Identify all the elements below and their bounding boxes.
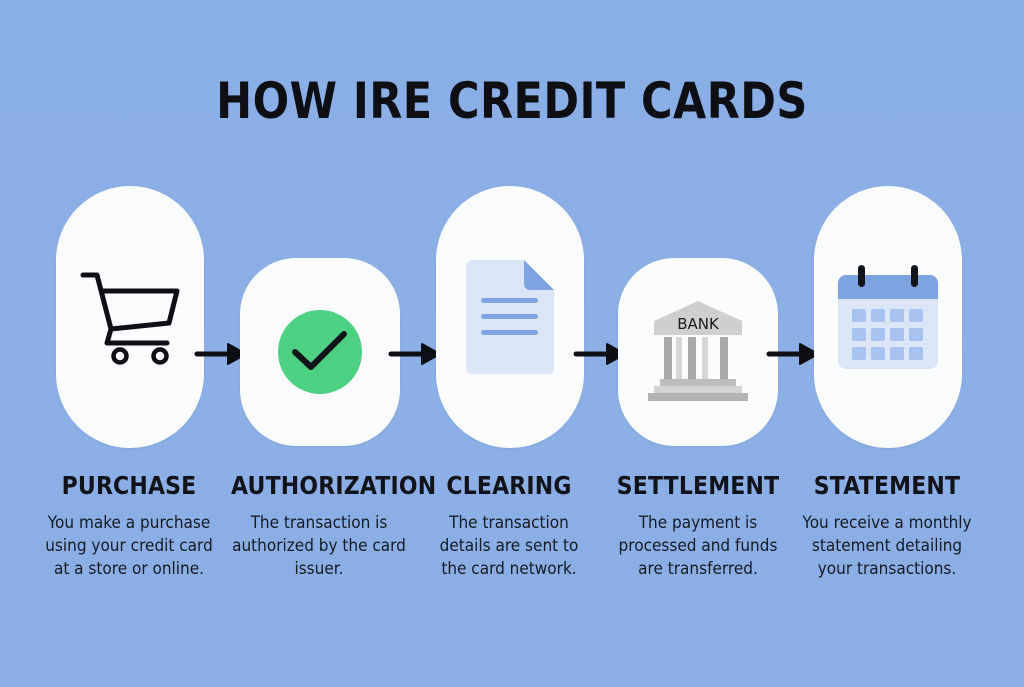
step-description: The payment is processed and funds are t… <box>618 513 778 579</box>
green-checkmark-icon <box>278 310 362 394</box>
shopping-cart-icon <box>75 267 185 367</box>
bank-icon: BANK <box>648 301 748 403</box>
step-description: You receive a monthly statement detailin… <box>802 513 972 579</box>
step-card-purchase <box>56 186 204 448</box>
step-title: AUTHORIZATION <box>231 471 437 500</box>
step-title: STATEMENT <box>813 471 961 500</box>
step-text-authorization: AUTHORIZATION The transaction is authori… <box>219 470 437 581</box>
step-card-statement <box>814 186 962 448</box>
page-title: HOW IRE CREDIT CARDS <box>216 72 808 130</box>
step-description: The transaction is authorized by the car… <box>232 513 406 579</box>
step-text-purchase: PURCHASE You make a purchase using your … <box>29 470 229 581</box>
calendar-icon <box>838 265 938 369</box>
arrow-right-icon <box>573 343 626 365</box>
step-card-settlement: BANK <box>618 258 778 446</box>
step-text-settlement: SETTLEMENT The payment is processed and … <box>598 470 798 581</box>
step-title: SETTLEMENT <box>616 471 780 500</box>
step-description: The transaction details are sent to the … <box>439 513 579 579</box>
step-title: CLEARING <box>446 471 572 500</box>
document-icon <box>466 260 554 374</box>
arrow-right-icon <box>766 343 819 365</box>
arrow-right-icon <box>388 343 441 365</box>
step-card-clearing <box>436 186 584 448</box>
step-text-clearing: CLEARING The transaction details are sen… <box>409 470 609 581</box>
step-description: You make a purchase using your credit ca… <box>45 513 213 579</box>
step-card-authorization <box>240 258 400 446</box>
arrow-right-icon <box>194 343 247 365</box>
step-text-statement: STATEMENT You receive a monthly statemen… <box>787 470 987 581</box>
bank-icon-label: BANK <box>677 315 720 333</box>
step-title: PURCHASE <box>61 471 197 500</box>
